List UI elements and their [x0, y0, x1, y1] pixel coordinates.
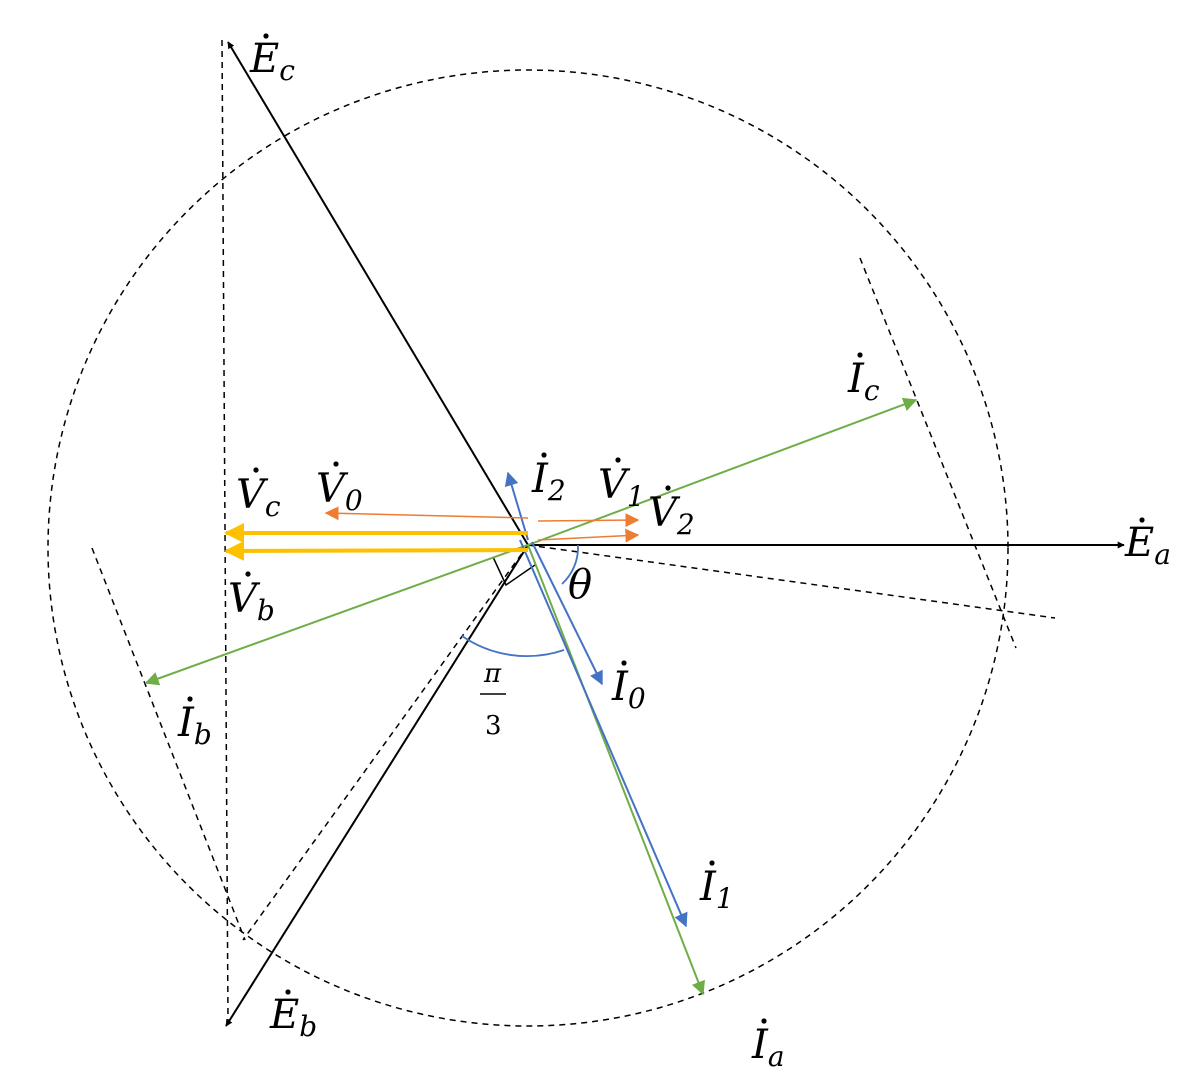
V1-vector	[537, 513, 640, 528]
svg-text:Ib: Ib	[177, 700, 212, 751]
label-I1: I1	[699, 860, 734, 915]
svg-text:Eb: Eb	[269, 992, 317, 1043]
label-Ib: Ib	[177, 696, 212, 751]
svg-text:V2: V2	[648, 490, 695, 541]
svg-text:Vc: Vc	[236, 472, 281, 523]
label-Vc: Vc	[236, 467, 281, 523]
svg-text:π: π	[483, 659, 502, 689]
dashed-line-left	[91, 547, 246, 941]
svg-text:I1: I1	[699, 864, 734, 915]
svg-text:Ic: Ic	[847, 356, 880, 407]
label-V0: V0	[316, 461, 363, 517]
svg-text:Vb: Vb	[228, 576, 275, 627]
right-angle-mark	[492, 556, 536, 587]
label-Ic: Ic	[847, 352, 880, 407]
Vb-vector	[224, 540, 529, 561]
svg-text:V0: V0	[316, 466, 363, 517]
label-pi-over-3: π 3	[480, 659, 506, 741]
label-V1: V1	[598, 457, 645, 513]
label-I2: I2	[531, 452, 566, 507]
pi-over-3-arc	[461, 635, 565, 658]
theta-arc	[561, 544, 579, 585]
svg-text:Ia: Ia	[751, 1022, 785, 1073]
Ia-vector	[527, 544, 705, 996]
I2-vector	[504, 471, 529, 541]
svg-text:Ec: Ec	[249, 36, 295, 87]
label-theta: θ	[568, 562, 592, 608]
dashed-line-theta	[527, 544, 1056, 619]
dashed-circle	[47, 69, 1009, 1027]
svg-text:Ea: Ea	[1124, 520, 1171, 571]
V0-vector	[324, 506, 529, 521]
dashed-vertical-line	[221, 39, 229, 1021]
V2-vector	[537, 528, 640, 543]
Ic-vector	[527, 397, 918, 546]
label-V2: V2	[648, 485, 695, 541]
dashed-line-lower-left	[242, 544, 529, 941]
svg-text:I2: I2	[531, 456, 566, 507]
dashed-line-right	[859, 257, 1017, 649]
svg-text:3: 3	[485, 711, 502, 741]
svg-text:I0: I0	[611, 664, 646, 715]
label-Eb: Eb	[269, 989, 317, 1043]
label-Vb: Vb	[228, 571, 275, 627]
label-I0: I0	[611, 660, 646, 715]
label-Ia: Ia	[751, 1018, 785, 1073]
I1-vector	[519, 539, 688, 928]
Ib-vector	[144, 544, 529, 686]
I0-vector	[531, 541, 603, 686]
label-Ea: Ea	[1124, 517, 1171, 571]
Eb-vector	[225, 544, 529, 1027]
label-Ec: Ec	[249, 33, 295, 87]
Ec-vector	[227, 41, 529, 546]
svg-text:V1: V1	[598, 462, 645, 513]
